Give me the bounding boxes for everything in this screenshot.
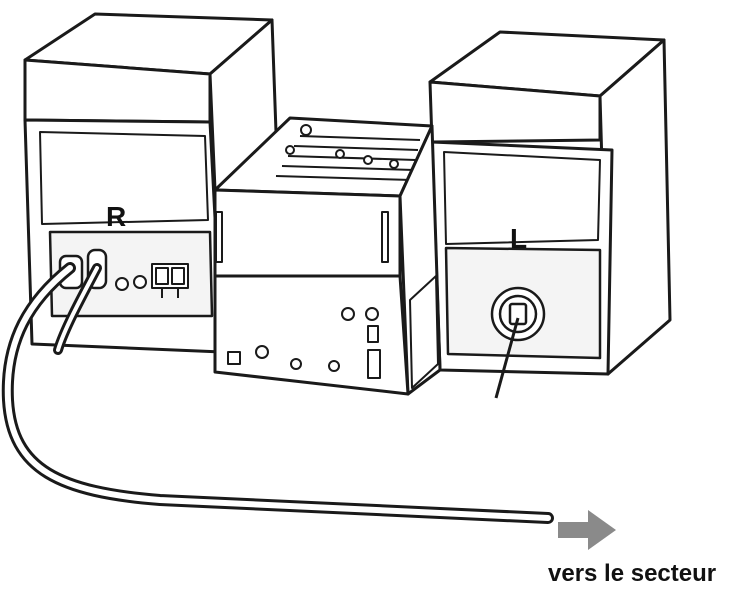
left-speaker-cable — [494, 317, 520, 399]
jack-connector — [365, 307, 379, 321]
main-unit-port — [367, 325, 379, 343]
jack-connector — [133, 275, 147, 289]
destination-caption: vers le secteur — [548, 560, 717, 587]
speaker-terminal-block — [151, 263, 189, 298]
left-speaker-socket — [508, 302, 528, 326]
left-speaker-label: L — [510, 223, 527, 254]
left-speaker — [428, 30, 672, 376]
main-unit-rear-panel — [213, 274, 410, 396]
main-unit — [213, 116, 442, 396]
main-unit-switch — [227, 351, 241, 365]
jack-connector — [290, 358, 302, 370]
jack-connector — [255, 345, 269, 359]
main-unit-top-knobs — [285, 124, 399, 169]
jack-connector — [115, 277, 129, 291]
direction-arrow-icon — [558, 510, 616, 550]
jack-connector — [341, 307, 355, 321]
main-unit-port — [367, 349, 381, 379]
jack-connector — [328, 360, 340, 372]
right-speaker-label: R — [106, 201, 126, 232]
power-cord — [1, 262, 554, 524]
